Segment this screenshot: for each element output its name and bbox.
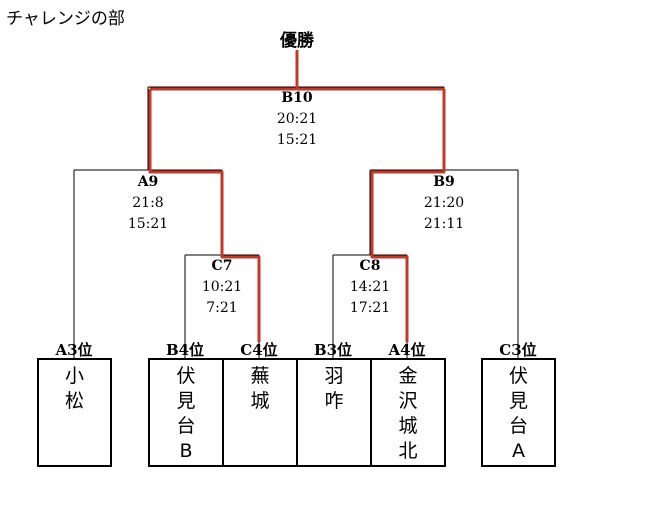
page-title: チャレンジの部 [6,9,125,29]
seed-label: A4位 [388,341,426,359]
team-box: 羽 咋 [296,358,372,467]
seed-label: B3位 [313,341,353,359]
team-box: 伏 見 台 B [148,358,224,467]
team-name-char: 蕪 [250,365,270,387]
team-name-char: 小 [64,365,84,387]
team-name-char: 沢 [398,390,418,412]
team-name-char: 伏 [508,365,528,387]
match-id: C8 [359,258,381,274]
team-name-char: 金 [398,365,418,387]
match-score: 14:21 [349,279,391,295]
match-score: 15:21 [276,132,318,148]
match-b9: B9 21:20 21:11 [404,172,484,235]
team-name-char: 伏 [176,365,196,387]
team-name: 蕪 城 [224,360,296,414]
team-name-char: 松 [64,390,84,412]
match-a9: A9 21:8 15:21 [108,172,188,235]
match-b10: B10 20:21 15:21 [257,88,337,151]
team-name-char: 見 [176,390,196,412]
team-name-char: 見 [508,390,528,412]
match-id: B10 [281,90,313,106]
match-score: 20:21 [276,111,318,127]
team-name-char: 台 [176,415,196,437]
team-name: 小 松 [39,360,110,414]
match-score: 21:8 [132,195,164,211]
match-score: 15:21 [127,216,169,232]
team-name: 伏 見 台 B [150,360,222,464]
match-score: 7:21 [206,300,238,316]
team-name-char: 城 [250,390,270,412]
team-name: 伏 見 台 A [483,360,554,464]
match-id: A9 [137,174,159,190]
team-name-char: 北 [398,440,418,462]
match-score: 21:20 [423,195,465,211]
match-c7: C7 10:21 7:21 [182,256,262,319]
team-name: 金 沢 城 北 [372,360,444,464]
champion-label: 優勝 [280,31,314,51]
winner-path-lines [148,50,446,342]
match-id: B9 [433,174,455,190]
team-name: 羽 咋 [298,360,370,414]
team-box: 金 沢 城 北 [370,358,446,467]
match-score: 21:11 [423,216,465,232]
team-name-char: 羽 [324,365,344,387]
team-name-char: B [179,440,193,462]
team-box: 蕪 城 [222,358,298,467]
team-name-char: 咋 [324,390,344,412]
seed-label: C4位 [240,341,278,359]
team-box: 伏 見 台 A [481,358,556,467]
team-name-char: 城 [398,415,418,437]
match-c8: C8 14:21 17:21 [330,256,410,319]
seed-label: A3位 [55,341,93,359]
seed-label: C3位 [499,341,537,359]
seed-label: B4位 [165,341,205,359]
match-score: 17:21 [349,300,391,316]
team-box: 小 松 [37,358,112,467]
team-name-char: 台 [508,415,528,437]
team-name-char: A [512,440,525,462]
match-score: 10:21 [201,279,243,295]
match-id: C7 [211,258,233,274]
